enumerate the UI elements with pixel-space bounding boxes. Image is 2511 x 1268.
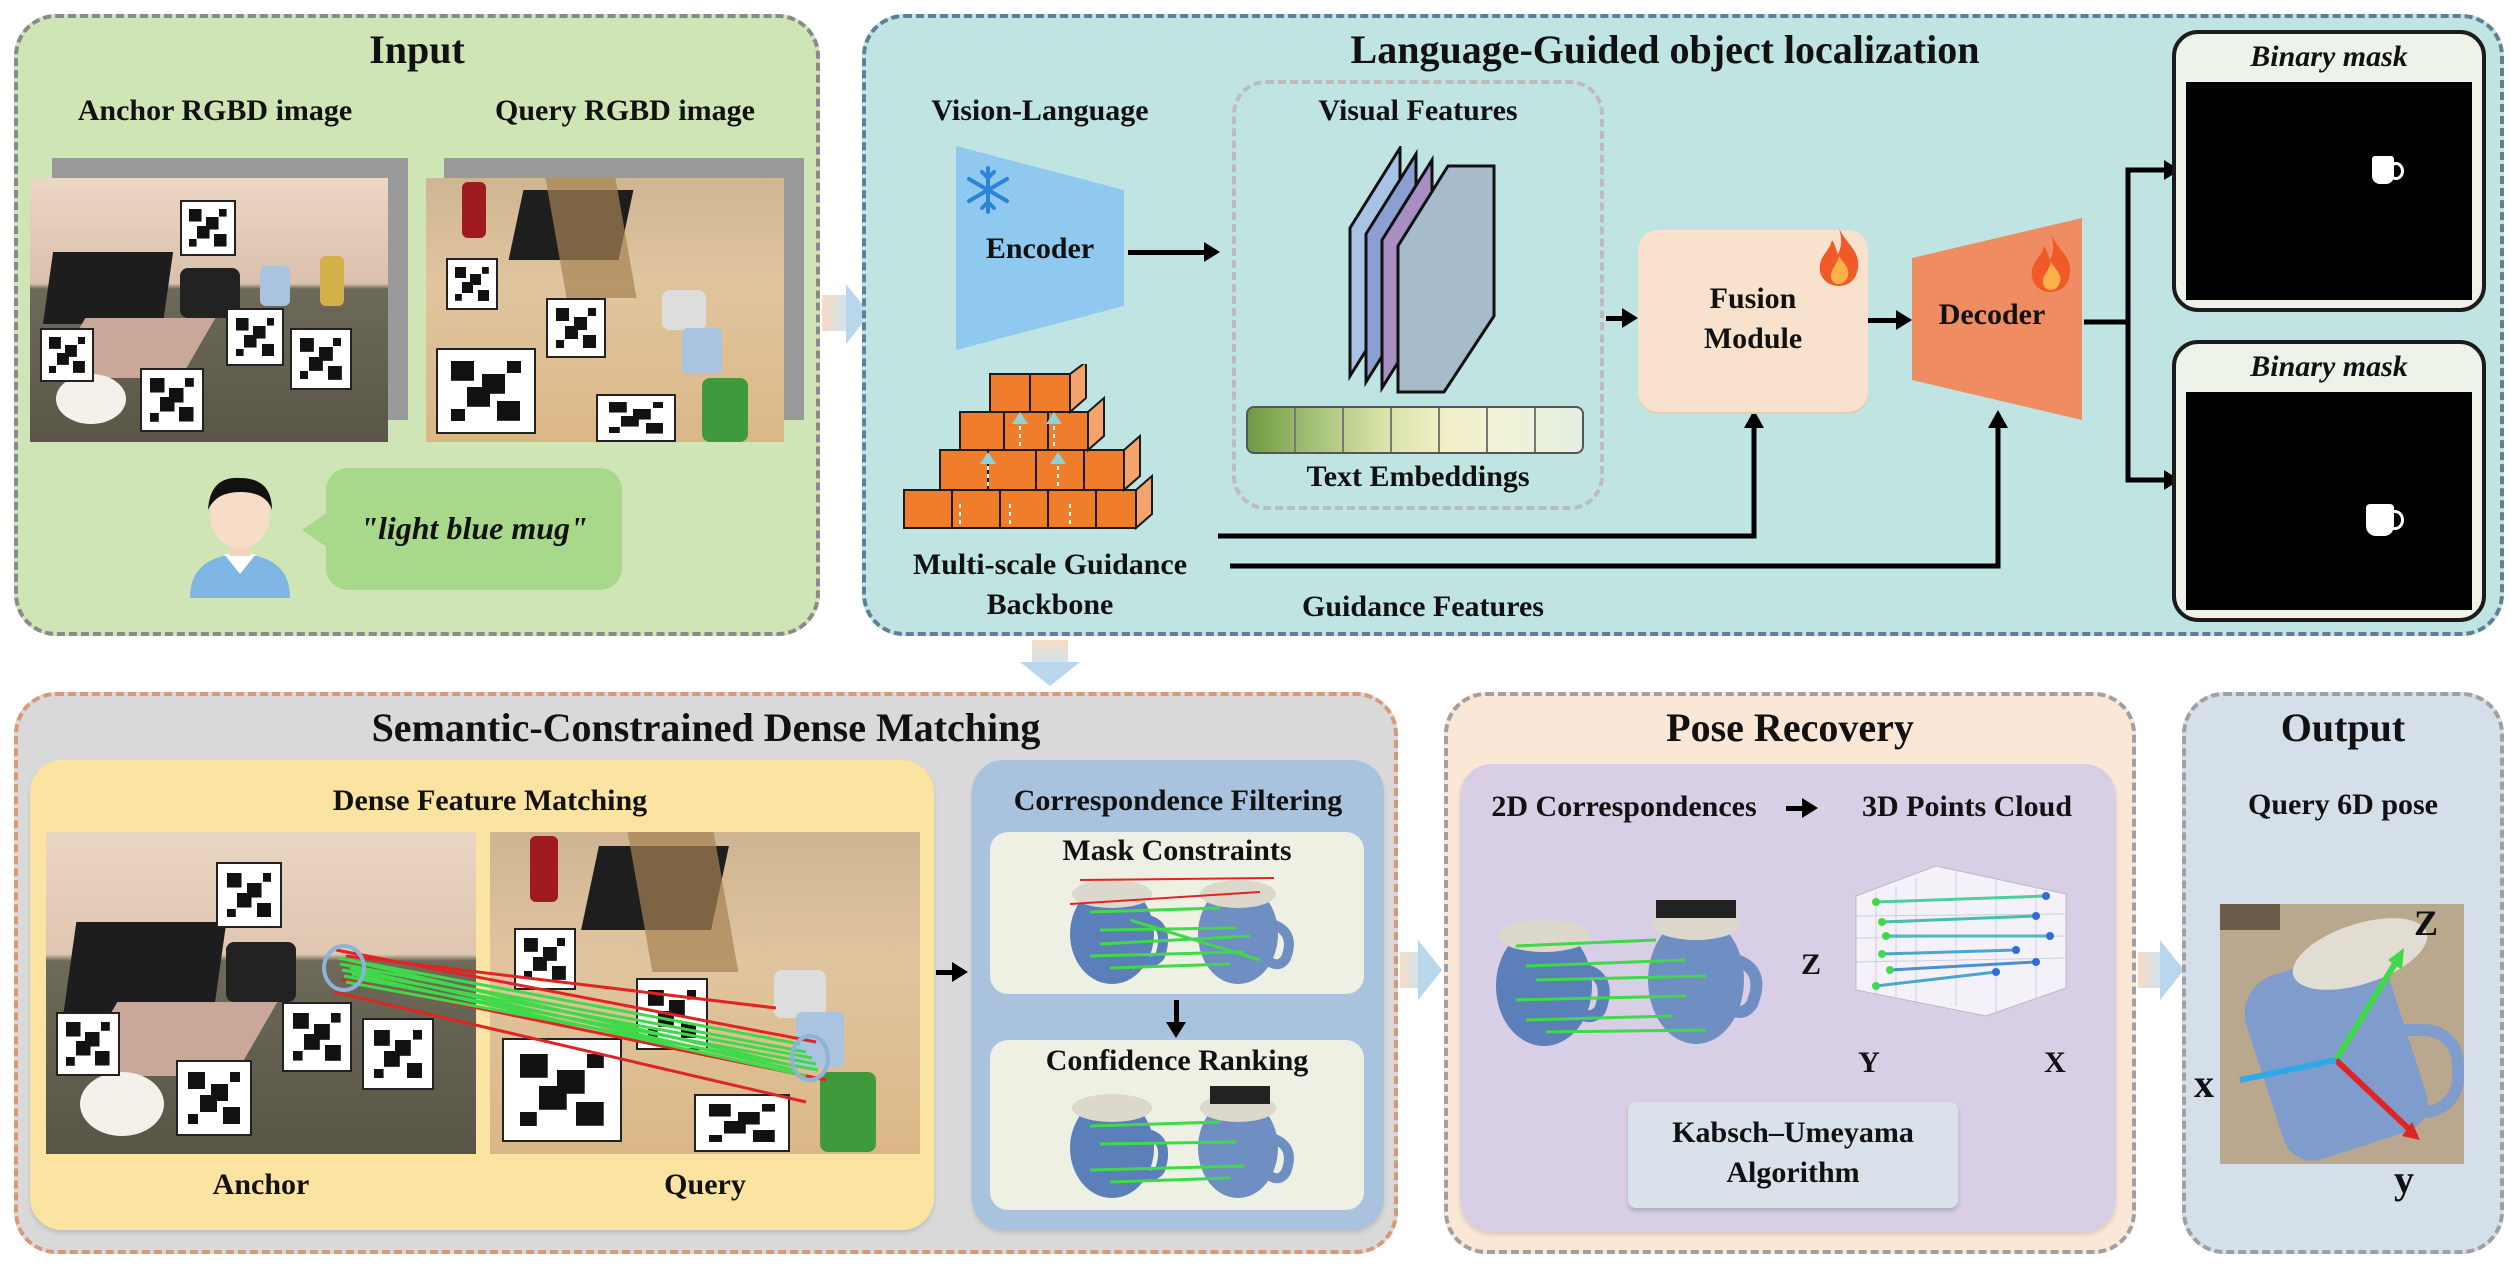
decoder-to-masks-arrows xyxy=(2084,160,2180,490)
correspondences-label: 2D Correspondences xyxy=(1491,790,1757,823)
visual-features-label: Visual Features xyxy=(1318,94,1518,127)
binary-mask-bottom-label: Binary mask xyxy=(2250,350,2408,383)
text-embeddings-bar xyxy=(1246,406,1584,454)
fusion-label-line2: Module xyxy=(1703,322,1803,355)
query-6d-pose-label: Query 6D pose xyxy=(2248,788,2438,821)
dense-anchor-label: Anchor xyxy=(212,1168,310,1201)
dense-to-filter-arrow xyxy=(936,970,956,975)
matching-title: Semantic-Constrained Dense Matching xyxy=(371,705,1041,750)
cloud-axis-z: Z xyxy=(1800,948,1821,981)
localization-to-matching-arrow xyxy=(1032,640,1068,664)
pose-axes xyxy=(2239,948,2420,1140)
output-pose-image xyxy=(2220,904,2464,1164)
output-axis-z: Z xyxy=(2413,903,2438,943)
user-avatar-icon xyxy=(190,477,290,598)
dense-matching-title: Dense Feature Matching xyxy=(332,784,648,817)
anchor-rgbd-label: Anchor RGBD image xyxy=(77,94,353,127)
fusion-flame-icon xyxy=(1819,228,1859,286)
snowflake-icon xyxy=(967,166,1009,214)
visual-features-group xyxy=(1232,80,1604,510)
filtering-title: Correspondence Filtering xyxy=(1013,784,1343,817)
input-title: Input xyxy=(369,27,465,72)
mask-constraints-label: Mask Constraints xyxy=(1062,834,1292,867)
output-axis-x: x xyxy=(2194,1061,2214,1106)
kabsch-label-line2: Algorithm xyxy=(1726,1156,1860,1189)
text-embeddings-label: Text Embeddings xyxy=(1306,460,1530,493)
guidance-arrows xyxy=(1218,410,2008,569)
kabsch-umeyama-box xyxy=(1628,1102,1958,1208)
backbone-label-line1: Multi-scale Guidance xyxy=(912,548,1188,581)
fusion-to-decoder-arrow xyxy=(1868,318,1898,323)
corr-to-cloud-arrow xyxy=(1786,806,1806,811)
vision-language-label: Vision-Language xyxy=(931,94,1149,127)
localization-title: Language-Guided object localization xyxy=(1350,27,1980,72)
backbone-label-line2: Backbone xyxy=(986,588,1114,621)
guidance-features-label: Guidance Features xyxy=(1302,590,1544,623)
query-rgbd-label: Query RGBD image xyxy=(495,94,755,127)
speech-text: "light blue mug" xyxy=(360,510,588,546)
speech-bubble xyxy=(326,468,622,590)
dense-query-label: Query xyxy=(664,1168,746,1201)
features-to-fusion-arrow xyxy=(1606,316,1626,321)
matching-to-pose-arrow xyxy=(1400,952,1420,988)
encoder-to-features-arrow xyxy=(1128,250,1206,255)
anchor-rgbd-image xyxy=(30,178,388,442)
dense-match-lines xyxy=(322,944,830,1104)
confidence-ranking-box xyxy=(990,1040,1364,1210)
cloud-axis-x: X xyxy=(2044,1046,2066,1079)
binary-mask-top-label: Binary mask xyxy=(2250,40,2408,73)
binary-mask-bottom-image xyxy=(2186,392,2472,610)
pose-title: Pose Recovery xyxy=(1666,705,1914,750)
encoder-label: Encoder xyxy=(985,232,1095,265)
confidence-ranking-mugs xyxy=(1070,1086,1294,1198)
binary-mask-top-image xyxy=(2186,82,2472,300)
output-title: Output xyxy=(2280,705,2406,750)
confidence-ranking-label: Confidence Ranking xyxy=(1045,1044,1309,1077)
query-rgbd-image xyxy=(426,178,784,442)
kabsch-label-line1: Kabsch–Umeyama xyxy=(1672,1116,1914,1149)
points-cloud-plot xyxy=(1855,866,2067,1017)
output-axis-y: y xyxy=(2394,1157,2414,1202)
decoder-label: Decoder xyxy=(1938,298,2046,331)
points-cloud-label: 3D Points Cloud xyxy=(1861,790,2073,823)
pose-to-output-arrow xyxy=(2138,952,2162,988)
speech-bubble-tail xyxy=(302,512,328,548)
input-to-localization-arrow xyxy=(822,295,848,331)
decoder-flame-icon xyxy=(2031,234,2071,292)
guidance-backbone-blocks xyxy=(903,364,1153,531)
mask-constraints-mugs xyxy=(1069,877,1294,984)
cloud-axis-y: Y xyxy=(1858,1046,1880,1079)
feature-map-stack xyxy=(1348,146,1496,394)
mask-to-confidence-arrow xyxy=(1174,1000,1179,1024)
pose-2d-correspondence-mugs xyxy=(1496,900,1763,1046)
fusion-label-line1: Fusion xyxy=(1709,282,1797,315)
